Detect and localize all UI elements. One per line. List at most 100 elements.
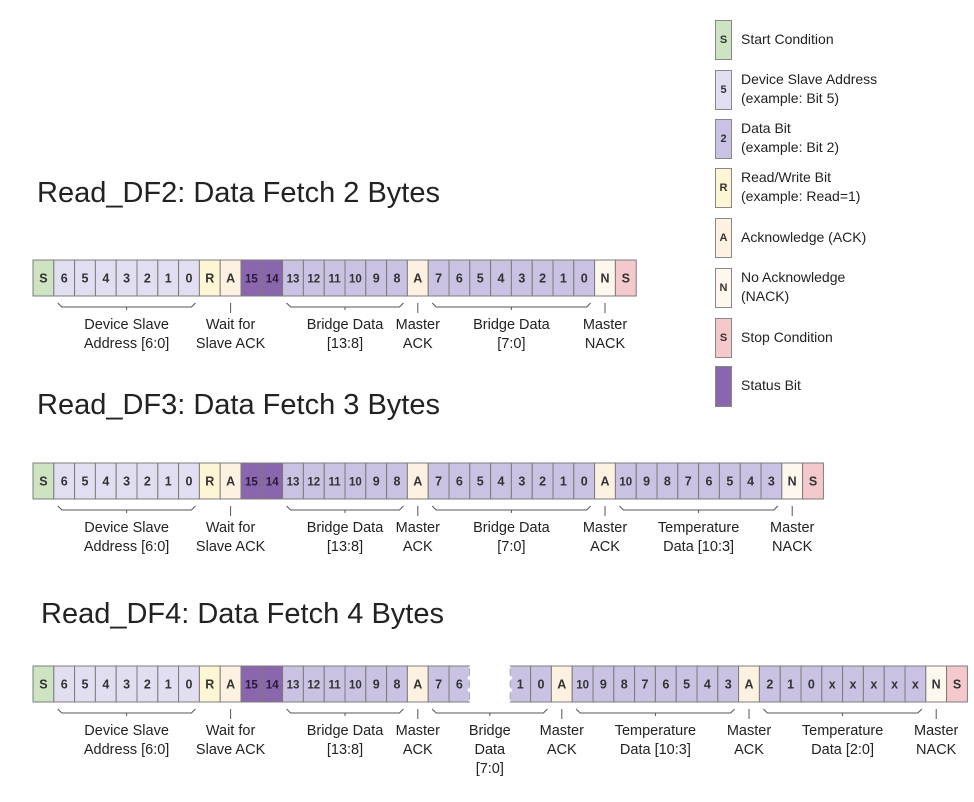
bit-label: A [413, 475, 422, 489]
bit-label: 14 [266, 477, 279, 489]
group-label: [7:0] [476, 761, 504, 777]
bit-label: 6 [61, 475, 68, 489]
group-label: Data [2:0] [811, 742, 874, 758]
legend-text: Device Slave Address(example: Bit 5) [741, 70, 877, 108]
bit-label: 5 [726, 475, 733, 489]
group-label: Address [6:0] [84, 336, 169, 352]
bit-label: 15 [245, 680, 258, 692]
bit-label: 13 [287, 274, 300, 286]
bit-label: 0 [808, 678, 815, 692]
bit-label: 5 [477, 475, 484, 489]
bit-label: 4 [704, 678, 711, 692]
group-label: Wait for [206, 317, 256, 333]
bit-label: 7 [642, 678, 649, 692]
seq-title-df3: Read_DF3: Data Fetch 3 Bytes [37, 389, 440, 421]
group-label: Master [914, 723, 958, 739]
bit-label: 5 [82, 678, 89, 692]
group-label: Bridge [469, 723, 511, 739]
legend-swatch: A [715, 218, 732, 258]
bit-label: 7 [685, 475, 692, 489]
legend-line: Status Bit [741, 377, 801, 393]
legend-line: Acknowledge (ACK) [741, 229, 867, 245]
bit-label: 2 [539, 475, 546, 489]
bit-label: 1 [560, 475, 567, 489]
bit-label: 1 [165, 475, 172, 489]
bit-label: R [205, 272, 214, 286]
group-label: Device Slave [84, 520, 169, 536]
bit-label: A [557, 678, 566, 692]
group-label: Bridge Data [473, 317, 551, 333]
group-brace [57, 708, 196, 714]
bit-label: 6 [61, 678, 68, 692]
bit-label: 8 [621, 678, 628, 692]
bit-label: 12 [307, 274, 320, 286]
bit-label: 14 [266, 274, 279, 286]
legend-swatch: 2 [715, 119, 732, 159]
group-label: ACK [734, 742, 764, 758]
bit-label: 12 [307, 477, 320, 489]
bit-label: 4 [102, 475, 109, 489]
bit-label: A [744, 678, 753, 692]
bit-label: 1 [787, 678, 794, 692]
group-label: Master [583, 520, 627, 536]
group-brace [431, 505, 591, 511]
legend-swatch: 5 [715, 70, 732, 110]
bit-cell-stop [946, 665, 968, 703]
group-2: Bridge Data[13:8] [286, 708, 404, 758]
bit-label: S [809, 475, 817, 489]
bit-label: 6 [61, 272, 68, 286]
legend-line: Start Condition [741, 31, 834, 47]
bit-label: N [600, 272, 609, 286]
legend-text: Data Bit(example: Bit 2) [741, 119, 839, 157]
bit-label: 0 [186, 272, 193, 286]
bit-label: 7 [435, 475, 442, 489]
bit-label: 11 [329, 680, 342, 692]
legend-line: Device Slave Address [741, 71, 878, 87]
bit-label: 2 [539, 272, 546, 286]
bit-label: x [870, 678, 877, 692]
bit-label: 5 [477, 272, 484, 286]
group-brace [763, 708, 923, 714]
bit-label: A [600, 475, 609, 489]
bit-label: 12 [307, 680, 320, 692]
bit-label: 1 [560, 272, 567, 286]
bit-label: A [226, 272, 235, 286]
group-label: Address [6:0] [84, 539, 169, 555]
bit-label: S [39, 678, 47, 692]
group-label: Wait for [206, 723, 256, 739]
bit-label: 8 [394, 475, 401, 489]
bit-label: x [829, 678, 836, 692]
bit-label: 9 [643, 475, 650, 489]
bit-label: 10 [349, 274, 362, 286]
seq-title-df2: Read_DF2: Data Fetch 2 Bytes [37, 177, 440, 209]
bit-label: 2 [766, 678, 773, 692]
bit-label: 3 [518, 475, 525, 489]
bit-label: 4 [498, 475, 505, 489]
group-label: [7:0] [497, 539, 525, 555]
group-label: Master [727, 723, 771, 739]
bit-label: 8 [394, 678, 401, 692]
group-2: Bridge Data[13:8] [286, 505, 404, 555]
bit-label: 0 [581, 475, 588, 489]
group-label: ACK [403, 539, 433, 555]
bit-label: 6 [456, 475, 463, 489]
group-label: NACK [772, 539, 813, 555]
bit-label: 3 [768, 475, 775, 489]
bit-label: 2 [144, 678, 151, 692]
bit-label: 7 [435, 272, 442, 286]
group-label: ACK [547, 742, 577, 758]
group-label: Temperature [802, 723, 883, 739]
group-label: Slave ACK [196, 742, 266, 758]
bit-label: 5 [683, 678, 690, 692]
group-label: Data [474, 742, 506, 758]
